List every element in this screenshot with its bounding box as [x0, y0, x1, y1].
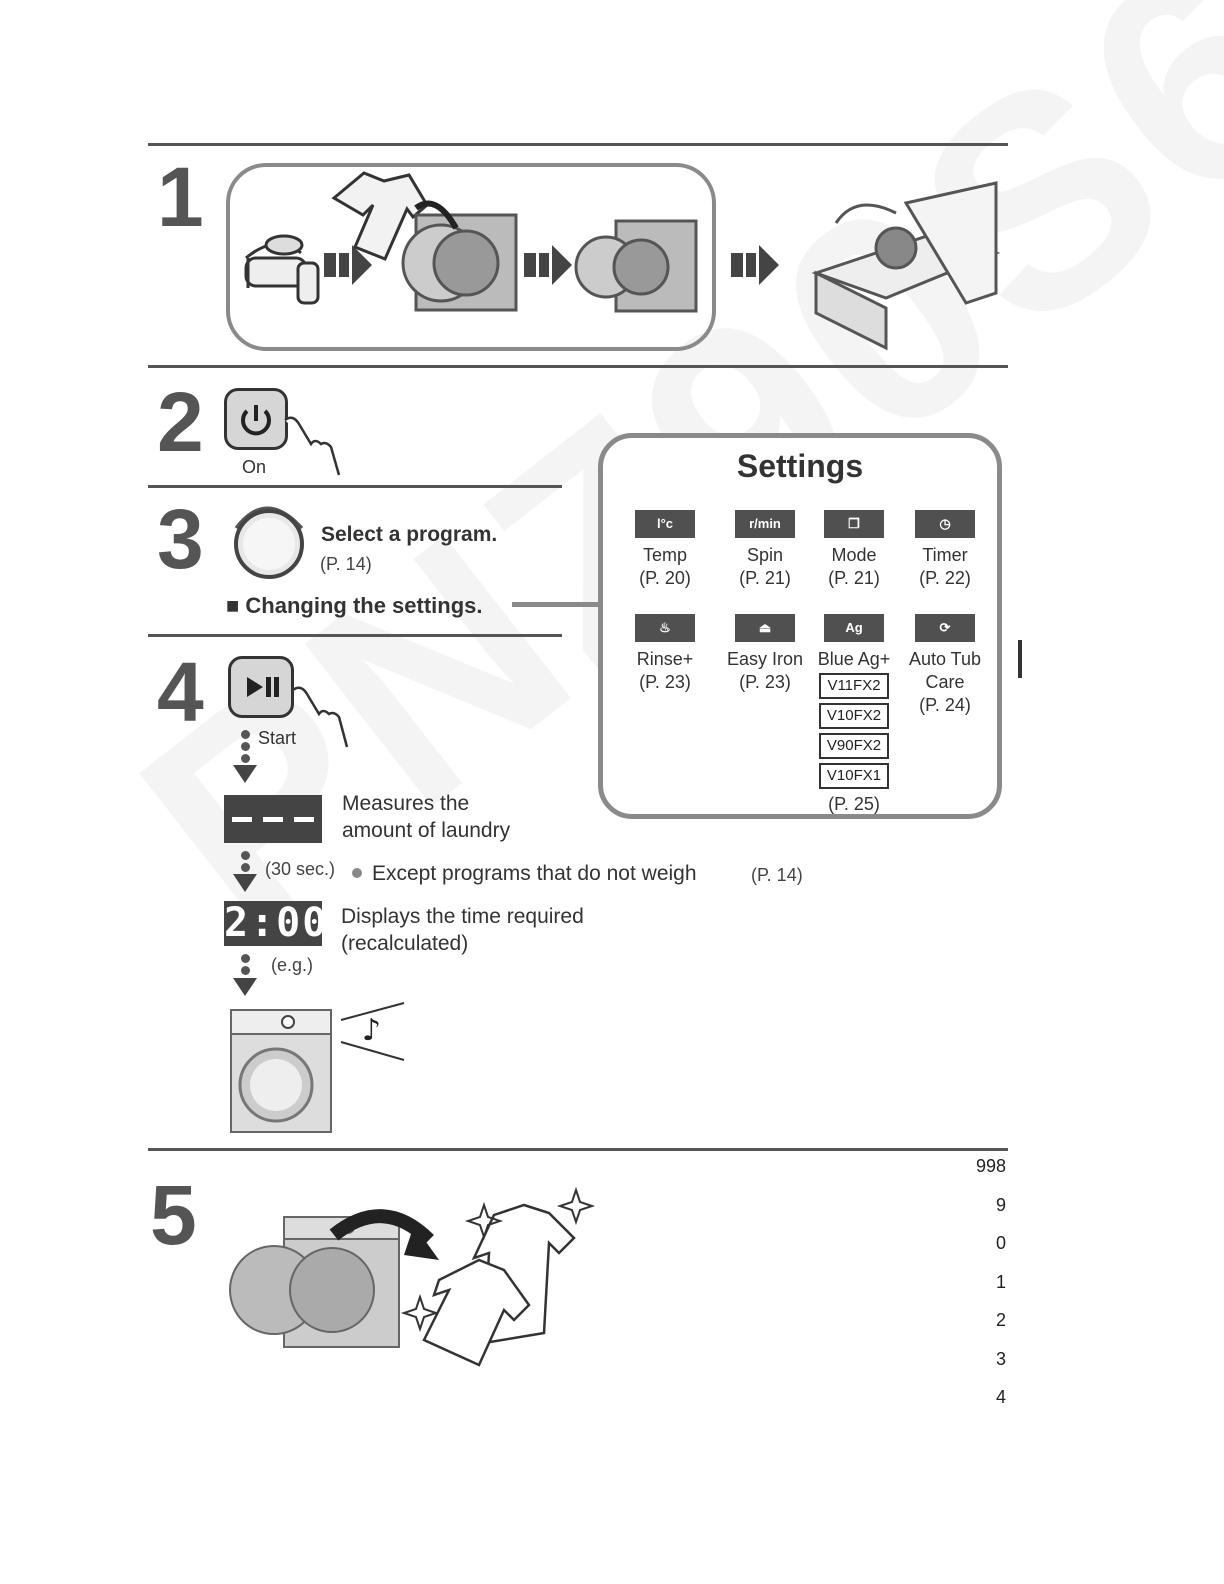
page-reference: (P. 23)	[617, 671, 713, 694]
time-readout: 2:00	[224, 900, 328, 946]
step-number: 3	[157, 497, 204, 581]
model-label: V10FX1	[819, 763, 889, 789]
timer-icon: ◷	[915, 510, 975, 538]
setting-name: Blue Ag+	[806, 648, 902, 671]
step-number: 2	[157, 380, 204, 464]
display-text: (recalculated)	[341, 930, 468, 958]
side-number: 998	[976, 1156, 1006, 1177]
power-icon	[227, 391, 285, 447]
setting-easy-iron[interactable]: ⏏ Easy Iron (P. 23)	[717, 614, 813, 694]
arrow-down-icon	[233, 978, 257, 998]
unload-laundry-illustration	[224, 1185, 604, 1370]
side-number: 9	[996, 1195, 1006, 1216]
setting-blue-ag-plus[interactable]: Ag Blue Ag+ V11FX2 V10FX2 V90FX2 V10FX1 …	[806, 614, 902, 816]
side-number: 3	[996, 1349, 1006, 1370]
side-number: 0	[996, 1233, 1006, 1254]
model-label: V11FX2	[819, 673, 889, 699]
setting-name: Easy Iron	[717, 648, 813, 671]
page-reference: (P. 20)	[617, 567, 713, 590]
clean-shirts-icon	[424, 1205, 574, 1365]
example-label: (e.g.)	[271, 955, 313, 976]
pointing-hand-icon	[288, 682, 358, 752]
setting-spin[interactable]: r/min Spin (P. 21)	[717, 510, 813, 590]
arrow-down-icon	[233, 765, 257, 785]
rinse-icon: ♨	[635, 614, 695, 642]
step-number: 4	[157, 650, 204, 734]
page-reference: (P. 24)	[897, 694, 993, 717]
divider	[148, 1148, 1008, 1151]
wait-time-label: (30 sec.)	[265, 859, 335, 880]
detergent-drawer-icon	[816, 183, 996, 348]
page-reference: (P. 22)	[897, 567, 993, 590]
step1-illustration	[226, 163, 1016, 363]
divider	[148, 143, 1008, 146]
arrow-right-icon	[731, 245, 779, 285]
setting-auto-tub-care[interactable]: ⟳ Auto Tub Care (P. 24)	[897, 614, 993, 717]
setting-temp[interactable]: l°c Temp (P. 20)	[617, 510, 713, 590]
side-number: 2	[996, 1310, 1006, 1331]
washing-machine-icon	[403, 215, 516, 310]
washing-machine-icon	[576, 221, 696, 311]
setting-name: Timer	[897, 544, 993, 567]
power-button[interactable]	[224, 388, 288, 450]
iron-icon: ⏏	[735, 614, 795, 642]
bullet-icon	[352, 868, 362, 878]
setting-rinse-plus[interactable]: ♨ Rinse+ (P. 23)	[617, 614, 713, 694]
arrow-down-icon	[233, 874, 257, 894]
page-reference: (P. 23)	[717, 671, 813, 694]
pointing-hand-icon	[280, 412, 350, 477]
divider	[148, 485, 562, 488]
model-label: V10FX2	[819, 703, 889, 729]
faucet-icon	[246, 236, 318, 303]
setting-timer[interactable]: ◷ Timer (P. 22)	[897, 510, 993, 590]
except-note: Except programs that do not weigh	[372, 860, 697, 888]
side-number: 1	[996, 1272, 1006, 1293]
display-text: Displays the time required	[341, 903, 584, 931]
side-number: 4	[996, 1387, 1006, 1408]
program-dial-icon[interactable]	[226, 498, 312, 582]
setting-mode[interactable]: ❐ Mode (P. 21)	[806, 510, 902, 590]
washing-machine-icon: ♪	[226, 1000, 416, 1140]
setting-name: Temp	[617, 544, 713, 567]
mode-icon: ❐	[824, 510, 884, 538]
display-time: 2:00	[224, 901, 322, 946]
arrow-right-icon	[524, 245, 572, 285]
page-reference: (P. 25)	[806, 793, 902, 816]
spin-icon: r/min	[735, 510, 795, 538]
page-reference: (P. 21)	[717, 567, 813, 590]
divider	[148, 634, 562, 637]
start-button-label: Start	[258, 728, 296, 749]
progress-arrow	[240, 954, 250, 978]
start-pause-button[interactable]	[228, 656, 294, 718]
step-number: 1	[157, 155, 204, 239]
setting-name: Spin	[717, 544, 813, 567]
setting-name: Rinse+	[617, 648, 713, 671]
select-program-text: Select a program.	[321, 523, 497, 547]
setting-name: Mode	[806, 544, 902, 567]
page-reference: (P. 14)	[320, 554, 372, 575]
washing-machine-icon	[230, 1217, 399, 1347]
page-reference: (P. 21)	[806, 567, 902, 590]
setting-name: Care	[897, 671, 993, 694]
music-note-icon: ♪	[362, 1013, 381, 1048]
connector-line	[512, 602, 600, 607]
settings-title: Settings	[603, 448, 997, 485]
measure-text: Measures the	[342, 790, 469, 818]
step-number: 5	[150, 1173, 197, 1257]
temperature-icon: l°c	[635, 510, 695, 538]
changing-settings-link[interactable]: ■ Changing the settings.	[226, 593, 483, 619]
divider	[148, 365, 1008, 368]
auto-tub-care-icon: ⟳	[915, 614, 975, 642]
margin-mark	[1018, 640, 1022, 678]
blue-ag-icon: Ag	[824, 614, 884, 642]
setting-name: Auto Tub	[897, 648, 993, 671]
play-pause-icon	[231, 659, 291, 715]
power-button-label: On	[242, 457, 266, 478]
measure-text: amount of laundry	[342, 817, 510, 845]
display-measuring	[224, 795, 322, 843]
page-reference: (P. 14)	[751, 865, 803, 886]
model-label: V90FX2	[819, 733, 889, 759]
settings-panel: Settings l°c Temp (P. 20) r/min Spin (P.…	[598, 433, 1002, 819]
